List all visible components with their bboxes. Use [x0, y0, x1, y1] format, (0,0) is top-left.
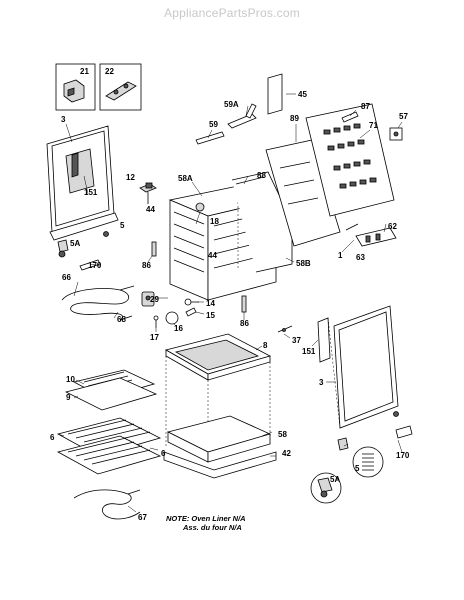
- oven-bottom-8[interactable]: [164, 333, 272, 381]
- note-line-2: Ass. du four N/A: [183, 523, 242, 532]
- drawer-58[interactable]: [166, 415, 272, 463]
- callout-1: 1: [338, 251, 343, 260]
- callout-151-bot: 151: [302, 347, 316, 356]
- callout-14: 14: [206, 299, 215, 308]
- broiler-pan[interactable]: [64, 369, 158, 411]
- callout-8: 8: [263, 341, 268, 350]
- callout-88: 88: [257, 171, 266, 180]
- callout-170-left: 170: [88, 261, 102, 270]
- callout-16: 16: [174, 324, 183, 333]
- callout-66: 66: [62, 273, 71, 282]
- callout-5-left: 5: [120, 221, 125, 230]
- callout-45: 45: [298, 90, 307, 99]
- part-86-left[interactable]: [151, 241, 157, 257]
- callout-89: 89: [290, 114, 299, 123]
- part-57[interactable]: [389, 127, 403, 141]
- leader-lines: [57, 93, 403, 513]
- callout-71: 71: [369, 121, 378, 130]
- callout-29: 29: [150, 295, 159, 304]
- callout-5A-right: 5A: [330, 475, 340, 484]
- callout-151-top: 151: [84, 188, 98, 197]
- part-86-right[interactable]: [241, 295, 247, 313]
- oven-door-bottom[interactable]: [317, 305, 399, 429]
- door-hinge-left[interactable]: [57, 231, 109, 271]
- callout-44-left: 44: [146, 205, 155, 214]
- callout-6-left: 6: [50, 433, 55, 442]
- callout-59: 59: [209, 120, 218, 129]
- callout-68: 68: [117, 315, 126, 324]
- part-12-switch[interactable]: [139, 182, 157, 204]
- callout-10: 10: [66, 375, 75, 384]
- callout-87: 87: [361, 102, 370, 111]
- part-29[interactable]: [141, 291, 155, 307]
- callout-63: 63: [356, 253, 365, 262]
- oven-racks[interactable]: [56, 417, 162, 475]
- callout-67: 67: [138, 513, 147, 522]
- callout-86-left: 86: [142, 261, 151, 270]
- detail-circle-5[interactable]: [352, 446, 384, 478]
- terminal-block[interactable]: [345, 223, 397, 247]
- part-17[interactable]: [153, 315, 159, 328]
- callout-170-right: 170: [396, 451, 410, 460]
- bracket-45[interactable]: [267, 73, 283, 115]
- note: NOTE: Oven Liner N/A Ass. du four N/A: [166, 514, 246, 532]
- callout-17: 17: [150, 333, 159, 342]
- callout-58B: 58B: [296, 259, 311, 268]
- callout-5-right: 5: [355, 464, 360, 473]
- door-hinge-right[interactable]: [337, 411, 413, 451]
- drawer-panel-42[interactable]: [163, 451, 277, 479]
- part-15[interactable]: [185, 307, 197, 317]
- callout-62: 62: [388, 222, 397, 231]
- oven-door-top[interactable]: [46, 125, 119, 241]
- callout-labels: 21 22 45 59A 59 87 89 71 57 3 151 12 58A…: [50, 67, 410, 522]
- callout-21: 21: [80, 67, 89, 76]
- rear-panel[interactable]: [265, 103, 395, 247]
- callout-9: 9: [66, 393, 71, 402]
- callout-5A-left: 5A: [70, 239, 80, 248]
- callout-18: 18: [210, 217, 219, 226]
- bake-element[interactable]: [61, 285, 135, 321]
- callout-6-right: 6: [161, 449, 166, 458]
- callout-58: 58: [278, 430, 287, 439]
- callout-3-top: 3: [61, 115, 66, 124]
- part-21-box[interactable]: [55, 63, 96, 111]
- callout-42: 42: [282, 449, 291, 458]
- bracket-87[interactable]: [341, 111, 359, 123]
- callout-3-bot: 3: [319, 378, 324, 387]
- bracket-59[interactable]: [195, 131, 225, 145]
- part-16-bulb[interactable]: [165, 311, 179, 325]
- callout-58A: 58A: [178, 174, 193, 183]
- callout-59A: 59A: [224, 100, 239, 109]
- callout-37: 37: [292, 336, 301, 345]
- callout-44-mid: 44: [208, 251, 217, 260]
- watermark: AppliancePartsPros.com: [164, 6, 300, 20]
- callout-86-right: 86: [240, 319, 249, 328]
- callout-22: 22: [105, 67, 114, 76]
- callout-57: 57: [399, 112, 408, 121]
- bracket-59A[interactable]: [227, 103, 257, 129]
- part-14[interactable]: [184, 298, 199, 306]
- callout-12: 12: [126, 173, 135, 182]
- broil-element[interactable]: [73, 489, 141, 520]
- callout-15: 15: [206, 311, 215, 320]
- detail-circle-5A[interactable]: [310, 472, 342, 504]
- part-22-box[interactable]: [99, 63, 142, 111]
- part-37[interactable]: [277, 325, 293, 333]
- note-line-1: NOTE: Oven Liner N/A: [166, 514, 246, 523]
- dashed-guides: [165, 356, 271, 460]
